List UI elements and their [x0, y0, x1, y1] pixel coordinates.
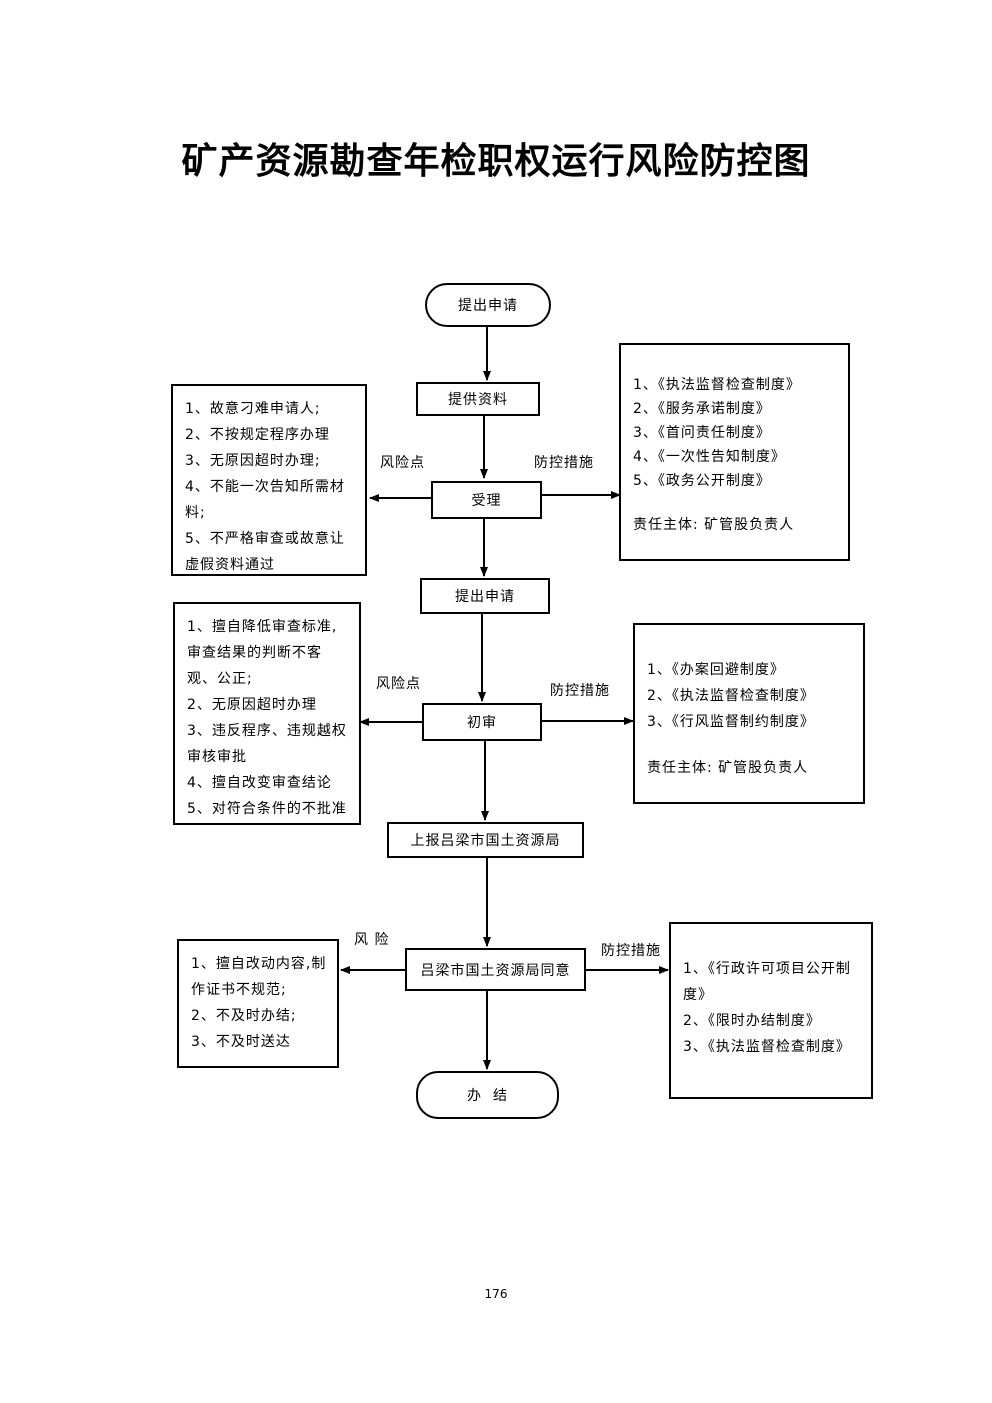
measure-item: 1、《执法监督检查制度》: [633, 377, 801, 393]
measure-item: 5、《政务公开制度》: [633, 473, 771, 489]
flow-step-submit-application: 提出申请: [420, 578, 550, 614]
risk-item: 1、擅自降低审查标准,审查结果的判断不客观、公正;: [187, 619, 338, 687]
risk-point-label-1: 风险点: [380, 455, 425, 471]
measure-label-1: 防控措施: [534, 455, 594, 471]
risk-box-bureau-approval: 1、擅自改动内容,制作证书不规范; 2、不及时办结; 3、不及时送达: [177, 939, 339, 1068]
measure-label-2: 防控措施: [550, 683, 610, 699]
flow-step-provide-materials: 提供资料: [416, 382, 540, 416]
responsible-party: 责任主体: 矿管股负责人: [633, 517, 795, 533]
risk-item: 3、违反程序、违规越权审核审批: [187, 723, 347, 765]
risk-item: 2、不及时办结;: [191, 1008, 297, 1024]
risk-item: 2、无原因超时办理: [187, 697, 317, 713]
page-number: 176: [484, 1287, 508, 1301]
measure-item: 2、《执法监督检查制度》: [647, 688, 815, 704]
flow-step-preliminary-review: 初审: [422, 703, 542, 741]
risk-item: 3、不及时送达: [191, 1034, 291, 1050]
risk-box-preliminary-review: 1、擅自降低审查标准,审查结果的判断不客观、公正; 2、无原因超时办理 3、违反…: [173, 602, 361, 825]
risk-box-accept: 1、故意刁难申请人; 2、不按规定程序办理 3、无原因超时办理; 4、不能一次告…: [171, 384, 367, 576]
measure-item: 2、《限时办结制度》: [683, 1013, 821, 1029]
measure-item: 1、《行政许可项目公开制度》: [683, 961, 851, 1003]
flow-step-report-to-bureau: 上报吕梁市国土资源局: [387, 822, 584, 858]
flow-step-bureau-approval: 吕梁市国土资源局同意: [405, 948, 586, 991]
flow-start: 提出申请: [425, 283, 551, 327]
risk-item: 1、擅自改动内容,制作证书不规范;: [191, 956, 327, 998]
measure-item: 4、《一次性告知制度》: [633, 449, 786, 465]
risk-item: 2、不按规定程序办理: [185, 427, 330, 443]
measure-box-accept: 1、《执法监督检查制度》 2、《服务承诺制度》 3、《首问责任制度》 4、《一次…: [619, 343, 850, 561]
risk-item: 3、无原因超时办理;: [185, 453, 321, 469]
measure-item: 3、《首问责任制度》: [633, 425, 771, 441]
risk-item: 5、对符合条件的不批准: [187, 801, 347, 817]
measure-box-preliminary-review: 1、《办案回避制度》 2、《执法监督检查制度》 3、《行风监督制约制度》 责任主…: [633, 623, 865, 804]
flow-end: 办 结: [416, 1071, 559, 1119]
page-title: 矿产资源勘查年检职权运行风险防控图: [181, 140, 811, 182]
risk-item: 4、擅自改变审查结论: [187, 775, 332, 791]
measure-label-3: 防控措施: [601, 943, 661, 959]
measure-item: 2、《服务承诺制度》: [633, 401, 771, 417]
flow-step-accept: 受理: [431, 481, 542, 519]
responsible-party: 责任主体: 矿管股负责人: [647, 760, 809, 776]
risk-point-label-2: 风险点: [376, 676, 421, 692]
risk-item: 5、不严格审查或故意让虚假资料通过: [185, 531, 345, 573]
measure-box-bureau-approval: 1、《行政许可项目公开制度》 2、《限时办结制度》 3、《执法监督检查制度》: [669, 922, 873, 1099]
measure-item: 3、《执法监督检查制度》: [683, 1039, 851, 1055]
risk-item: 4、不能一次告知所需材料;: [185, 479, 345, 521]
measure-item: 3、《行风监督制约制度》: [647, 714, 815, 730]
risk-item: 1、故意刁难申请人;: [185, 401, 321, 417]
risk-point-label-3: 风 险: [354, 932, 390, 948]
measure-item: 1、《办案回避制度》: [647, 662, 785, 678]
